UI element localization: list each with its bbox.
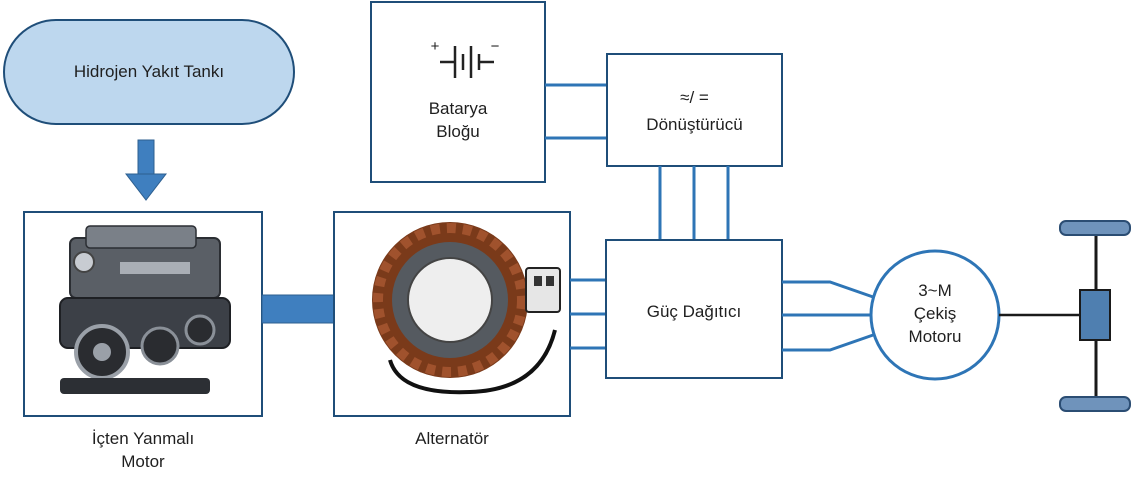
motor-label-line3: Motoru — [908, 327, 962, 346]
shaft-connector — [261, 294, 335, 324]
battery-box — [370, 1, 546, 183]
converter-box — [606, 53, 783, 167]
engine-caption-line1: İçten Yanmalı — [91, 429, 195, 448]
motor-label-line1: 3~M — [918, 281, 952, 300]
battery-icon — [440, 46, 494, 78]
alternator-output-lines — [570, 278, 606, 350]
battery-label-line1: Batarya — [428, 99, 488, 118]
converter-distributor-lines — [658, 166, 730, 240]
wheel-bottom-icon — [1059, 396, 1131, 412]
converter-symbol: ≈/ = — [680, 88, 709, 107]
alternator-caption: Alternatör — [415, 429, 489, 448]
hydrogen-tank-shape — [3, 19, 295, 125]
distributor-box — [605, 239, 783, 379]
alternator-stator-icon — [372, 222, 561, 395]
wheel-top-icon — [1059, 220, 1131, 236]
axle-icon — [1079, 228, 1111, 404]
distributor-label: Güç Dağıtıcı — [646, 302, 742, 321]
tank-label: Hidrojen Yakıt Tankı — [73, 62, 225, 81]
battery-converter-lines — [545, 83, 607, 140]
converter-label: Dönüştürücü — [646, 115, 743, 134]
battery-label-line2: Bloğu — [436, 122, 480, 141]
engine-caption-line2: Motor — [121, 452, 165, 471]
distributor-motor-lines — [782, 280, 877, 352]
engine-icon — [59, 225, 231, 394]
battery-plus-sign: + — [430, 38, 440, 55]
motor-label-line2: Çekiş — [913, 304, 957, 323]
battery-minus-sign: − — [490, 38, 500, 55]
down-arrow-icon — [124, 139, 168, 201]
